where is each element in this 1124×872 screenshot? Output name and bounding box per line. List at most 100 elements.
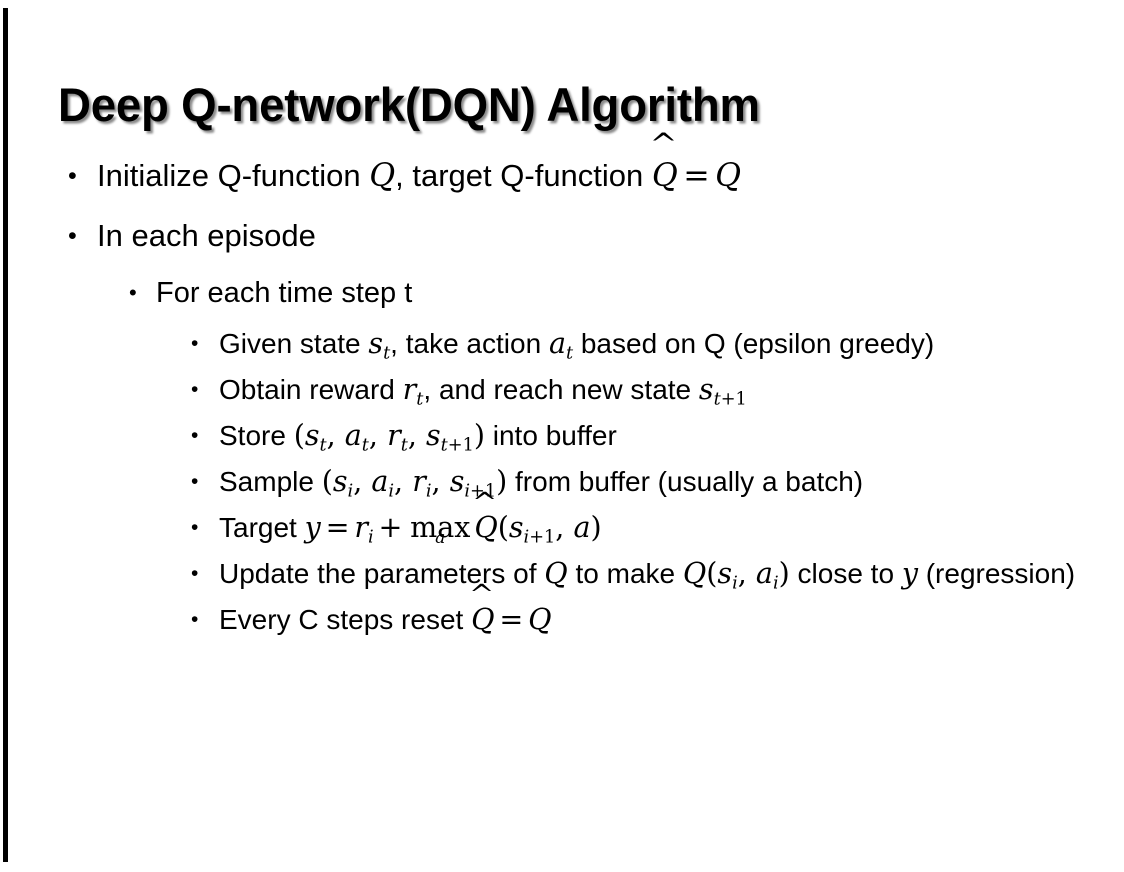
math-sampled-tuple: (si, ai, ri, si+1) [321, 464, 508, 501]
math-q-of-s-a: Q(si, ai) [682, 556, 790, 593]
text-run: , take action [390, 328, 549, 359]
paren-open: ( [497, 510, 509, 544]
text-run: into buffer [484, 420, 617, 451]
math-state-s-t: st [368, 326, 390, 363]
list-item-text: Update the parameters of Q to make Q(si,… [219, 551, 1099, 596]
max-subscript-a: a [435, 528, 446, 549]
separator-comma: , [353, 464, 372, 498]
paren-close: ) [473, 418, 485, 452]
bullet-marker-icon: • [68, 222, 77, 250]
separator-comma: , [431, 464, 450, 498]
math-action-a-t: at [549, 326, 573, 363]
subscript-t: t [383, 343, 391, 364]
symbol-y: y [304, 510, 321, 544]
subscript-t: t [361, 435, 369, 456]
text-run: close to [789, 558, 902, 589]
separator-comma: , [555, 510, 574, 544]
list-item-text: Every C steps reset Q=Q [219, 597, 1099, 642]
subscript-t: t [319, 435, 327, 456]
math-next-state-s-t-plus-1: st+1 [698, 372, 747, 409]
symbol-s: s [698, 372, 714, 406]
symbol-s: s [332, 464, 348, 498]
math-reset-assignment: Q=Q [471, 602, 551, 636]
bullet-marker-icon: • [191, 378, 199, 401]
subscript-base: i [464, 481, 471, 502]
paren-close: ) [778, 556, 790, 590]
text-run: , and reach new state [423, 374, 699, 405]
symbol-a: a [755, 556, 773, 590]
symbol-a: a [371, 464, 389, 498]
subscript-i: i [772, 573, 779, 594]
symbol-s: s [368, 326, 384, 360]
text-run: (regression) [917, 558, 1076, 589]
list-item-update-parameters: • Update the parameters of Q to make Q(s… [0, 550, 1124, 596]
bullet-marker-icon: • [191, 470, 199, 493]
subscript-t-plus-1: t+1 [441, 436, 474, 456]
text-run: based on Q (epsilon greedy) [573, 328, 935, 359]
list-item-text: For each time step t [156, 277, 413, 309]
text-run: Given state [219, 328, 369, 359]
bullet-marker-icon: • [191, 562, 199, 585]
operator-equals: = [499, 602, 524, 636]
paren-close: ) [590, 510, 602, 544]
separator-comma: , [368, 418, 388, 452]
symbol-y: y [901, 556, 918, 590]
text-run: Sample [219, 466, 322, 497]
list-item-sample-tuple: • Sample (si, ai, ri, si+1) from buffer … [0, 458, 1124, 504]
symbol-s: s [717, 556, 733, 590]
paren-open: ( [293, 418, 305, 452]
symbol-r: r [387, 418, 401, 452]
list-item-text: Obtain reward rt, and reach new state st… [219, 367, 1099, 412]
max-label: max [410, 510, 471, 544]
operator-equals: = [325, 510, 350, 544]
text-run: Initialize Q-function [97, 158, 370, 193]
symbol-s: s [304, 418, 320, 452]
subscript-i: i [425, 481, 432, 502]
list-item-each-time-step: • For each time step t [0, 266, 1124, 320]
symbol-a: a [573, 510, 591, 544]
text-run: from buffer (usually a batch) [507, 466, 864, 497]
left-accent-bar [3, 8, 8, 862]
slide-title: Deep Q-network(DQN) Algorithm [58, 78, 760, 132]
subscript-base: t [713, 389, 721, 410]
text-run: Store [219, 420, 294, 451]
subscript-i: i [347, 481, 354, 502]
math-transition-tuple: (st, at, rt, st+1) [293, 418, 485, 455]
operator-plus: + [378, 510, 403, 544]
subscript-i: i [732, 573, 738, 594]
text-run: Update the parameters of [219, 558, 545, 589]
list-item-given-state: • Given state st, take action at based o… [0, 320, 1124, 366]
paren-open: ( [321, 464, 333, 498]
subscript-t: t [565, 343, 574, 364]
symbol-q: Q [682, 556, 707, 590]
bullet-marker-icon: • [191, 516, 199, 539]
symbol-q: Q [544, 556, 568, 590]
bullet-marker-icon: • [191, 332, 199, 355]
subscript-i-plus-1: i+1 [524, 528, 556, 548]
math-q: Q [544, 556, 567, 590]
list-item-target-equation: • Target y=ri+maxaQ(si+1, a) [0, 504, 1124, 550]
slide-body-list: • Initialize Q-function Q, target Q-func… [0, 146, 1124, 642]
bullet-marker-icon: • [129, 280, 137, 305]
separator-comma: , [407, 418, 426, 452]
text-run: Every C steps reset [219, 604, 472, 635]
list-item-text: Given state st, take action at based on … [219, 321, 1099, 366]
subscript-base: t [440, 435, 448, 456]
list-item-initialize: • Initialize Q-function Q, target Q-func… [0, 146, 1124, 206]
math-target-q-assignment: Q=Q [652, 158, 741, 194]
list-item-text: In each episode [97, 218, 316, 253]
operator-equals: = [683, 158, 710, 194]
symbol-q: Q [715, 158, 741, 194]
symbol-s: s [449, 464, 465, 498]
symbol-r: r [354, 510, 369, 544]
math-reward-r-t: rt [403, 372, 424, 409]
symbol-q-hat: Q [471, 597, 494, 642]
text-run: to make [567, 558, 683, 589]
subscript-t: t [400, 435, 408, 456]
list-item-reset-target-network: • Every C steps reset Q=Q [0, 596, 1124, 642]
list-item-text: Sample (si, ai, ri, si+1) from buffer (u… [219, 459, 1099, 504]
separator-comma: , [394, 464, 413, 498]
list-item-text: Initialize Q-function Q, target Q-functi… [97, 146, 1124, 206]
text-run: Obtain reward [219, 374, 403, 405]
